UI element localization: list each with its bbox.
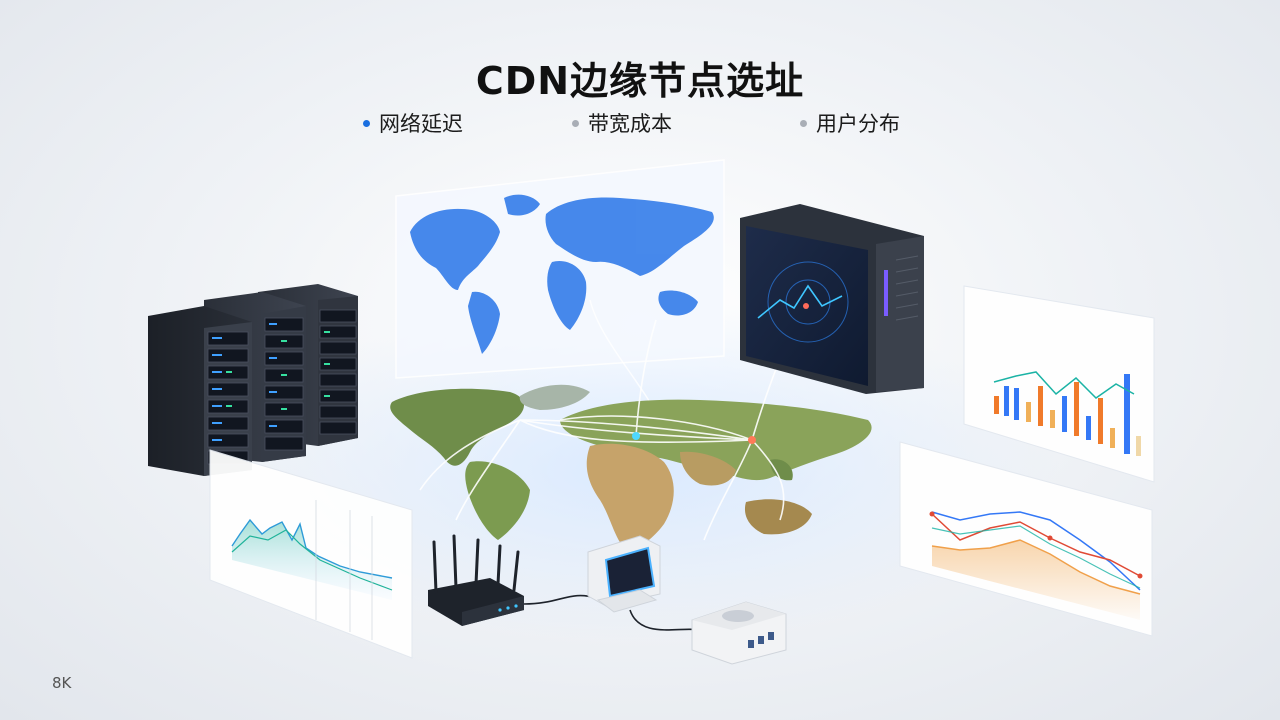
server-box-icon bbox=[740, 204, 924, 394]
left-panel bbox=[209, 449, 413, 659]
legend-dot-users bbox=[800, 119, 807, 127]
server-rack-icon bbox=[148, 284, 358, 476]
mini-pc-icon bbox=[691, 601, 787, 665]
legend-item-bandwidth: 带宽成本 bbox=[572, 108, 672, 138]
page-title: CDN边缘节点选址 bbox=[475, 59, 805, 103]
legend-dot-latency bbox=[363, 119, 370, 127]
floor-world-map bbox=[390, 384, 872, 549]
trend-line bbox=[993, 371, 1135, 399]
router-icon bbox=[428, 534, 524, 626]
resolution-label: 8K bbox=[52, 674, 72, 692]
legend-item-latency: 网络延迟 bbox=[363, 108, 463, 138]
legend-item-users: 用户分布 bbox=[800, 108, 900, 138]
network-source-node bbox=[632, 432, 640, 440]
legend: 网络延迟 带宽成本 用户分布 bbox=[0, 108, 1280, 138]
hologram-map-panel bbox=[395, 159, 725, 379]
monitor-icon bbox=[587, 535, 661, 613]
legend-label-latency: 网络延迟 bbox=[379, 112, 463, 136]
network-hub-node bbox=[748, 436, 756, 444]
right-bottom-panel bbox=[899, 441, 1153, 637]
world-map-icon bbox=[410, 194, 714, 354]
legend-dot-bandwidth bbox=[572, 119, 579, 127]
right-top-panel bbox=[963, 285, 1155, 483]
legend-label-users: 用户分布 bbox=[816, 112, 900, 136]
legend-label-bandwidth: 带宽成本 bbox=[588, 112, 672, 136]
bar-series bbox=[994, 374, 1141, 456]
